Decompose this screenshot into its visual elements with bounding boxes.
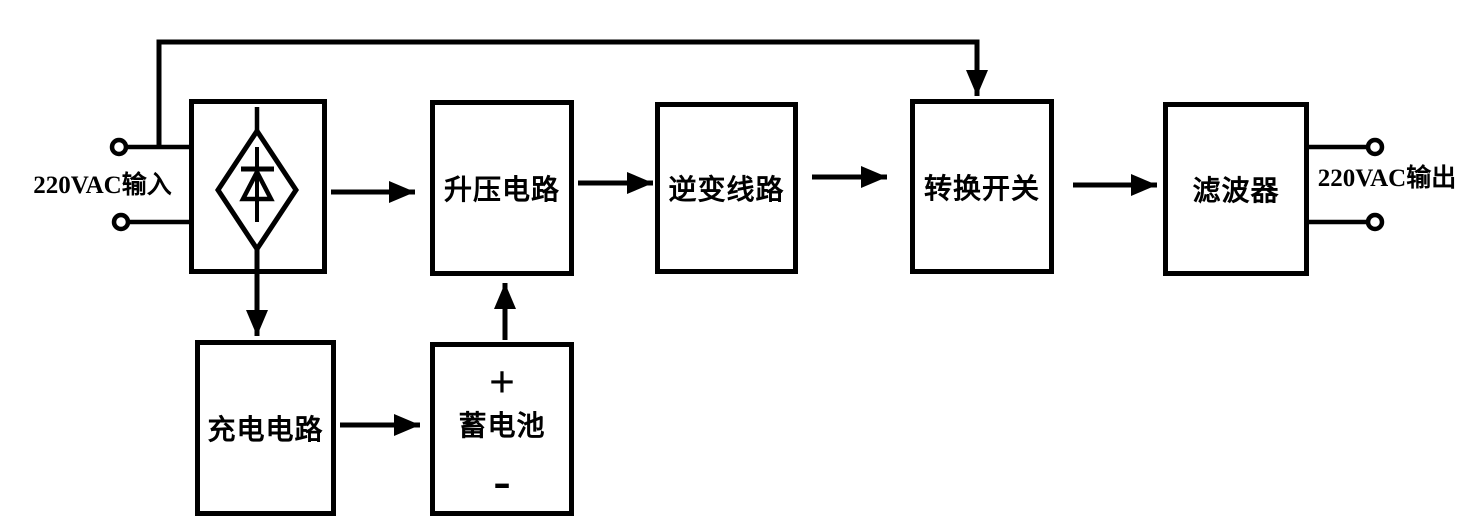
output-voltage-label: 220VAC输出 [1317, 165, 1457, 192]
input-voltage-label: 220VAC输入 [33, 172, 172, 199]
charger-circuit-label: 充电电路 [207, 415, 324, 446]
charger-circuit-block: 充电电路 [195, 340, 336, 516]
bypass-wire [156, 39, 988, 147]
input-terminal-top-icon [109, 137, 129, 157]
input-terminal-bottom-icon [111, 212, 131, 232]
output-terminal-top-icon [1365, 137, 1385, 157]
boost-circuit-block: 升压电路 [430, 100, 574, 276]
battery-block: + 蓄电池 - [430, 342, 574, 516]
transfer-switch-block: 转换开关 [910, 99, 1054, 274]
output-terminal-bottom-icon [1365, 212, 1385, 232]
inverter-block: 逆变线路 [655, 102, 798, 274]
filter-block: 滤波器 [1163, 102, 1309, 276]
battery-label: 蓄电池 [458, 411, 546, 442]
boost-circuit-label: 升压电路 [443, 175, 560, 206]
input-terminals [109, 137, 189, 232]
transfer-switch-label: 转换开关 [923, 173, 1040, 205]
filter-label: 滤波器 [1192, 176, 1280, 207]
battery-minus-sign: - [493, 453, 511, 510]
battery-plus-sign: + [488, 356, 516, 407]
inverter-label: 逆变线路 [668, 175, 785, 206]
bridge-rectifier-diode-icon [215, 107, 299, 271]
output-terminals [1308, 137, 1385, 232]
